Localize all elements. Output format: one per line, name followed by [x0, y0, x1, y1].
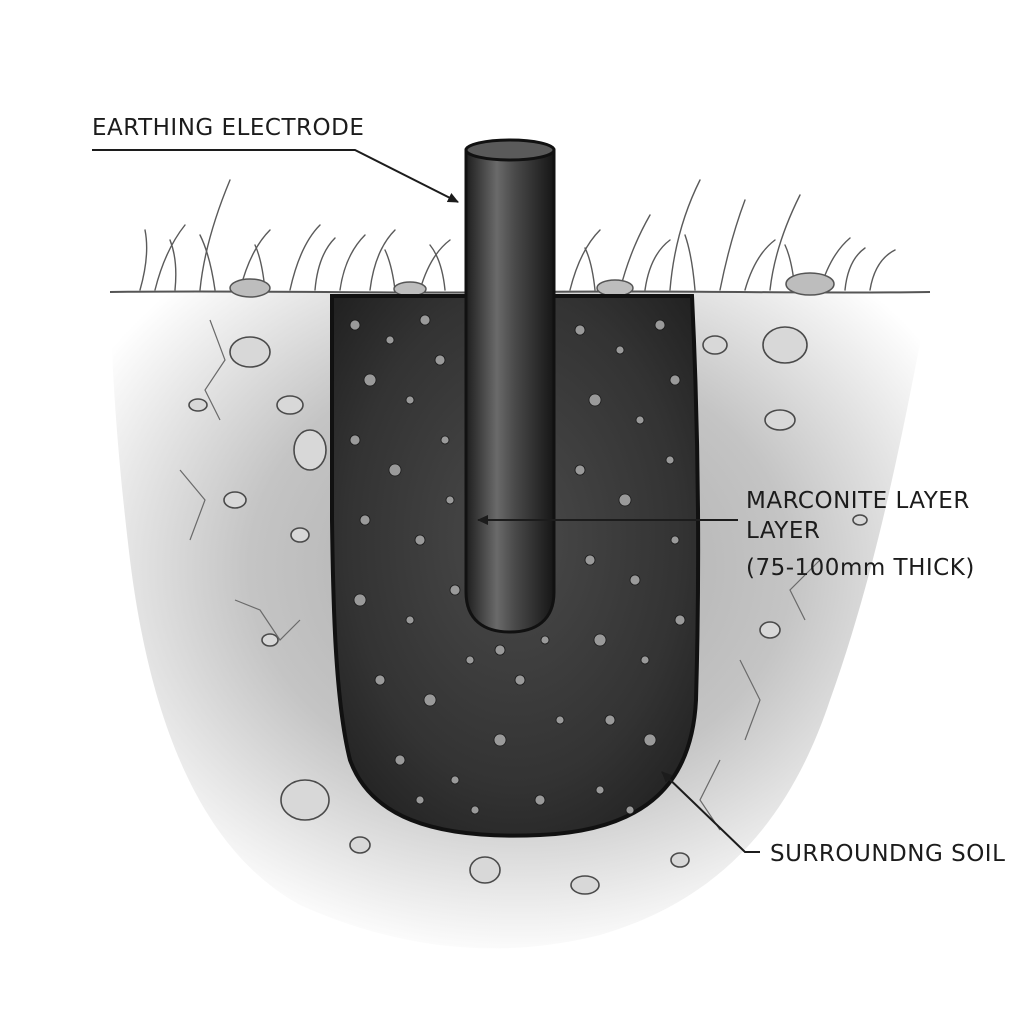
surface-stones: [229, 272, 835, 298]
label-surrounding-soil: SURROUNDNG SOIL: [770, 841, 1005, 867]
label-earthing-electrode: EARTHING ELECTRODE: [92, 115, 364, 141]
marconite-aggregate: [349, 314, 686, 815]
soil-stones: [188, 326, 868, 895]
grass: [139, 179, 896, 291]
label-marconite-line2: LAYER: [746, 518, 820, 544]
soil-leader: [661, 771, 760, 853]
soil-cracks: [179, 319, 821, 831]
electrode-leader: [92, 149, 459, 203]
electrode-top: [464, 138, 556, 162]
label-marconite-line3: (75-100mm THICK): [746, 555, 975, 581]
label-marconite-line1: MARCONITE LAYER: [746, 488, 970, 514]
electrode-rod: [464, 148, 556, 634]
